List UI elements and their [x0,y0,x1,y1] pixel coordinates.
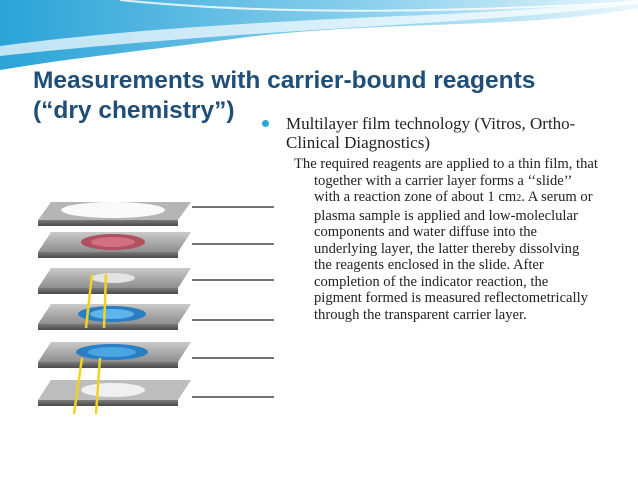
bullet-text: Multilayer film technology (Vitros, Orth… [286,114,576,152]
bullet-item: Multilayer film technology (Vitros, Orth… [262,114,612,152]
layer-5 [38,342,191,368]
sub-text-2: . A serum or plasma sample is applied an… [314,189,593,323]
leader-lines [192,206,274,398]
title-line-1: Measurements with carrier-bound reagents [33,67,536,94]
layer-diagram-icon [38,202,274,415]
sub-paragraph: The required reagents are applied to a t… [294,156,599,323]
light-rays [72,273,108,415]
bullet-dot-icon [262,120,269,127]
sub-superscript: 2 [516,193,522,204]
slide-title: Measurements with carrier-bound reagents… [33,66,593,126]
sub-text-1: The required reagents are applied to a t… [294,156,598,205]
layer-4 [38,304,191,330]
layer-3 [38,268,191,294]
title-line-2: (“dry chemistry”) [33,97,235,124]
layer-2 [38,232,191,258]
header-swoosh [0,0,638,70]
layer-1 [38,202,191,226]
layer-6 [38,380,191,406]
